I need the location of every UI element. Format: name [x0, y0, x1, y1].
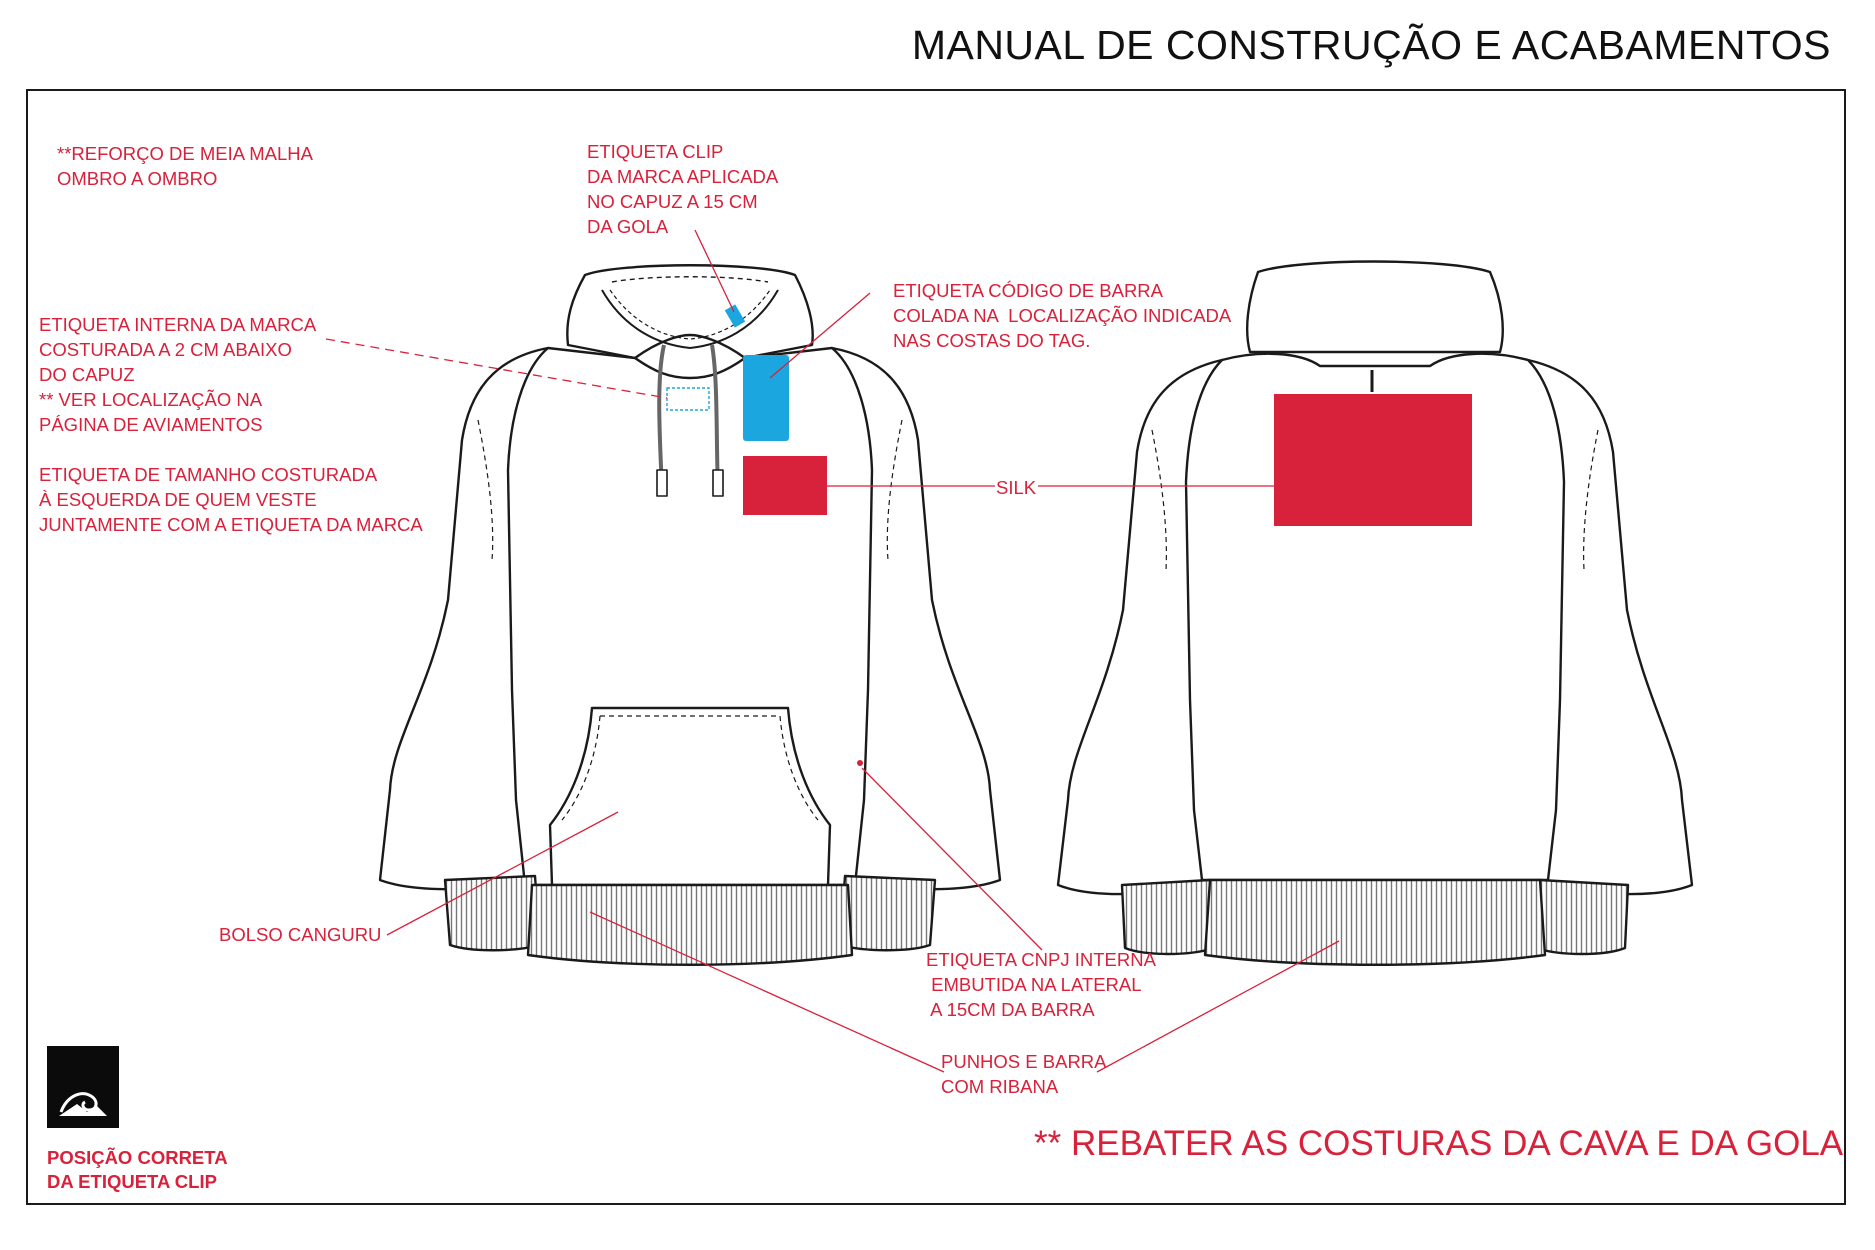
barcode-hang-tag — [743, 355, 789, 441]
back-left-cuff — [1120, 878, 1216, 956]
wave-mountain-icon — [59, 1092, 107, 1116]
clip-position-caption: POSIÇÃO CORRETA DA ETIQUETA CLIP — [47, 1147, 228, 1192]
back-hem — [1203, 878, 1547, 966]
note-silk: SILK — [996, 477, 1037, 498]
inner-brand-label — [666, 387, 710, 411]
front-silk-print — [743, 456, 827, 515]
note-etiqueta-codigo-barra: ETIQUETA CÓDIGO DE BARRA COLADA NA LOCAL… — [893, 280, 1232, 351]
note-punhos-barra: PUNHOS E BARRA COM RIBANA — [941, 1051, 1107, 1097]
page-title: MANUAL DE CONSTRUÇÃO E ACABAMENTOS — [911, 22, 1831, 68]
brand-logo — [47, 1046, 119, 1128]
note-etiqueta-interna: ETIQUETA INTERNA DA MARCA COSTURADA A 2 … — [39, 314, 317, 435]
note-bolso-canguru: BOLSO CANGURU — [219, 924, 382, 945]
note-etiqueta-tamanho: ETIQUETA DE TAMANHO COSTURADA À ESQUERDA… — [39, 464, 423, 535]
back-hood — [1245, 260, 1504, 354]
note-reforco: **REFORÇO DE MEIA MALHA OMBRO A OMBRO — [57, 143, 313, 189]
kangaroo-pocket — [548, 706, 832, 887]
back-silk-print — [1274, 394, 1472, 526]
front-left-cuff — [443, 874, 542, 952]
note-etiqueta-clip: ETIQUETA CLIP DA MARCA APLICADA NO CAPUZ… — [587, 141, 779, 237]
back-hoodie — [1056, 260, 1694, 966]
note-rebater-costuras: ** REBATER AS COSTURAS DA CAVA E DA GOLA — [1034, 1124, 1844, 1163]
front-hood — [566, 264, 814, 360]
front-hem — [526, 883, 854, 966]
note-etiqueta-cnpj: ETIQUETA CNPJ INTERNA EMBUTIDA NA LATERA… — [926, 949, 1156, 1020]
cnpj-label-dot — [857, 760, 863, 766]
drawing-frame — [26, 89, 1846, 1205]
front-hoodie — [378, 264, 1002, 966]
clip-tag — [724, 304, 746, 328]
leader-lines — [325, 229, 1340, 1073]
front-right-cuff — [838, 874, 937, 952]
back-right-cuff — [1534, 878, 1630, 956]
